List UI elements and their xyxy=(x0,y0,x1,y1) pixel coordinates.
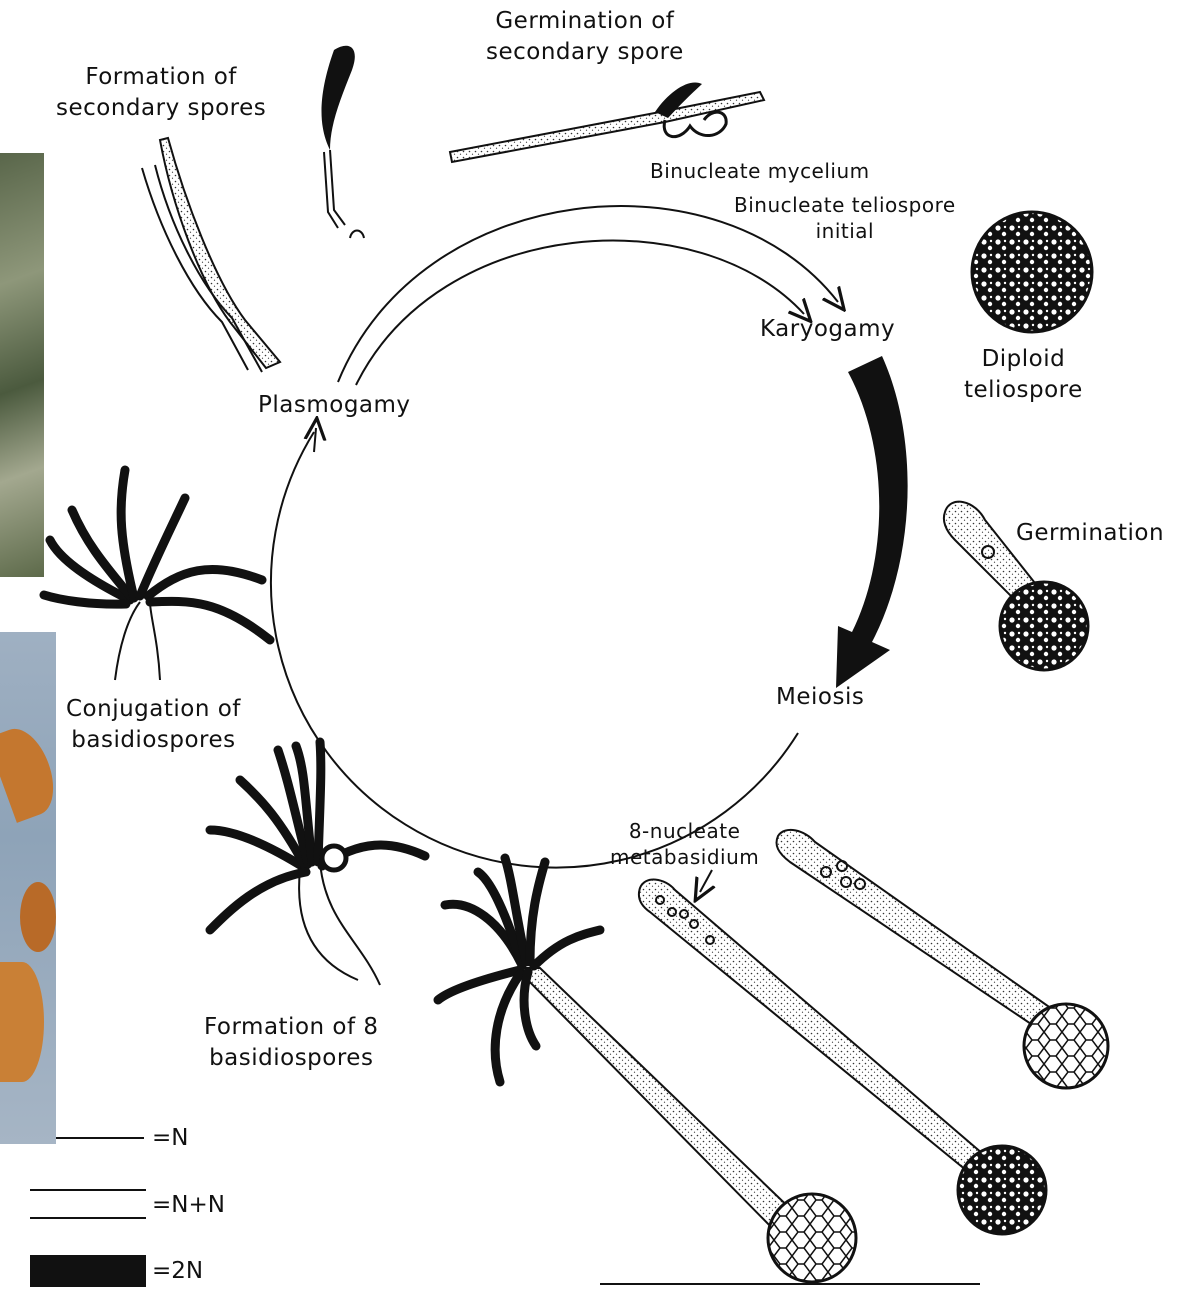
basidium-with-spores-figure xyxy=(438,858,856,1282)
diploid-arrow xyxy=(836,356,908,688)
legend-label-n: =N xyxy=(152,1125,188,1151)
eight-basidiospores-figure xyxy=(210,742,425,985)
label-karyogamy: Karyogamy xyxy=(760,314,895,345)
label-plasmogamy: Plasmogamy xyxy=(258,390,411,421)
label-meiosis: Meiosis xyxy=(776,682,864,713)
label-binucleate-teliospore-initial: Binucleate teliospore initial xyxy=(734,192,956,244)
legend-label-n-plus-n: =N+N xyxy=(152,1192,225,1218)
label-formation-secondary-spores: Formation of secondary spores xyxy=(56,62,266,124)
label-germination: Germination xyxy=(1016,518,1164,549)
mycelium-figure xyxy=(450,82,764,162)
legend-solid-bar xyxy=(30,1255,146,1287)
plasmogamy-arrow xyxy=(314,428,316,452)
label-eight-nucleate-metabasidium: 8-nucleate metabasidium xyxy=(610,818,759,870)
label-formation-8-basidiospores: Formation of 8 basidiospores xyxy=(204,1012,379,1074)
label-conjugation-basidiospores: Conjugation of basidiospores xyxy=(66,694,241,756)
conjugation-figure xyxy=(44,470,270,680)
label-germination-secondary-spore: Germination of secondary spore xyxy=(486,6,684,68)
diploid-teliospore-figure xyxy=(972,212,1092,332)
metabasidium-middle-figure xyxy=(639,870,1046,1234)
legend-label-2n: =2N xyxy=(152,1258,203,1284)
dikaryon-arc-inner xyxy=(356,241,804,385)
label-diploid-teliospore: Diploid teliospore xyxy=(964,344,1083,406)
haploid-cycle-arc xyxy=(271,432,798,868)
label-binucleate-mycelium: Binucleate mycelium xyxy=(650,158,870,184)
